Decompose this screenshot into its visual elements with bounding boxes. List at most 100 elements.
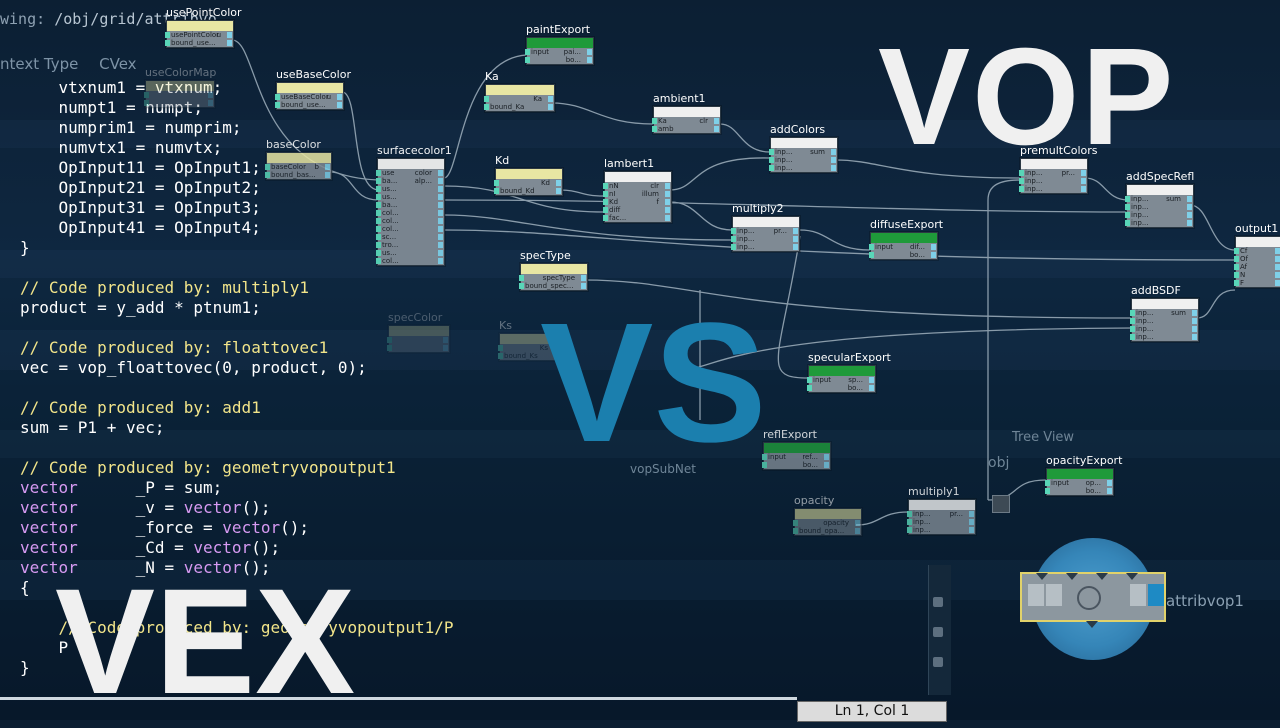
node-port-row[interactable]: bound_use... [165,39,233,47]
node-port-row[interactable]: Ks [498,344,560,352]
node-port-row[interactable]: sc... [376,233,444,241]
port-pin[interactable] [1275,256,1280,262]
port-pin[interactable] [337,94,342,100]
port-pin[interactable] [325,164,330,170]
port-pin[interactable] [227,32,232,38]
port-pin[interactable] [387,337,392,343]
port-pin[interactable] [907,511,912,517]
node-port-row[interactable]: inp... [1125,203,1193,211]
port-pin[interactable] [714,118,719,124]
port-pin[interactable] [1187,212,1192,218]
node-port-row[interactable]: ba...alp... [376,177,444,185]
node-port-row[interactable]: bound_use... [275,101,343,109]
port-pin[interactable] [1125,196,1130,202]
port-pin[interactable] [376,258,381,264]
node-port-row[interactable]: inp...pr... [907,510,975,518]
port-pin[interactable] [144,92,149,98]
port-pin[interactable] [376,218,381,224]
code-line[interactable]: } [20,238,30,257]
node-header[interactable] [733,217,799,227]
port-pin[interactable] [652,118,657,124]
port-pin[interactable] [376,210,381,216]
node-port-row[interactable]: col... [376,257,444,265]
node-port-row[interactable]: inp...sum [769,148,837,156]
port-pin[interactable] [144,100,149,106]
port-pin[interactable] [265,164,270,170]
port-pin[interactable] [931,252,936,258]
node-port-row[interactable]: diff [603,206,671,214]
code-line[interactable]: } [20,658,30,677]
code-line[interactable]: vector _Cd = vector(); [20,538,281,557]
node-port-row[interactable]: opacity [793,519,861,527]
port-pin[interactable] [519,275,524,281]
node-port-row[interactable]: col... [376,225,444,233]
code-line[interactable]: vector _N = vector(); [20,558,271,577]
node-header[interactable] [871,233,937,243]
port-pin[interactable] [869,244,874,250]
code-line[interactable]: vector _v = vector(); [20,498,271,517]
node-header[interactable] [521,264,587,274]
node-port-row[interactable]: N [1234,271,1280,279]
port-pin[interactable] [438,194,443,200]
node-port-row[interactable]: inp... [1019,185,1087,193]
port-pin[interactable] [731,228,736,234]
port-pin[interactable] [931,244,936,250]
port-pin[interactable] [831,165,836,171]
node-port-row[interactable]: inp... [1130,317,1198,325]
port-pin[interactable] [438,218,443,224]
node-header[interactable] [909,500,975,510]
port-pin[interactable] [438,258,443,264]
node-port-row[interactable]: inp... [1125,211,1193,219]
port-pin[interactable] [443,345,448,351]
port-pin[interactable] [1187,220,1192,226]
port-pin[interactable] [548,96,553,102]
node-port-row[interactable]: Ka [484,95,554,103]
node-port-row[interactable]: inp... [769,164,837,172]
port-pin[interactable] [376,234,381,240]
port-pin[interactable] [554,353,559,359]
port-pin[interactable] [1019,178,1024,184]
code-line[interactable]: product = y_add * ptnum1; [20,298,261,317]
port-pin[interactable] [548,104,553,110]
port-pin[interactable] [275,94,280,100]
code-line[interactable]: // Code produced by: floattovec1 [20,338,329,357]
port-pin[interactable] [652,126,657,132]
node-multiply1[interactable]: inp...pr...inp...inp... [907,499,976,535]
node-port-row[interactable]: bo... [807,384,875,392]
node-port-row[interactable]: specType [519,274,587,282]
port-pin[interactable] [525,57,530,63]
port-pin[interactable] [1234,256,1239,262]
code-line[interactable]: // Code produced by: add1 [20,398,261,417]
node-header[interactable] [146,81,214,91]
port-pin[interactable] [1192,326,1197,332]
code-line[interactable]: P = [20,638,98,657]
port-pin[interactable] [376,178,381,184]
node-port-row[interactable]: inp... [907,518,975,526]
code-line[interactable]: vec = vop_floattovec(0, product, 0); [20,358,367,377]
code-line[interactable]: // Code produced by: geometryvopoutput1/… [20,618,454,637]
port-pin[interactable] [1130,318,1135,324]
port-pin[interactable] [227,40,232,46]
node-port-row[interactable]: fac... [603,214,671,222]
port-pin[interactable] [1081,170,1086,176]
code-line[interactable]: OpInput11 = OpInput1; [20,158,261,177]
node-port-row[interactable]: amb [652,125,720,133]
port-pin[interactable] [769,157,774,163]
port-pin[interactable] [1125,212,1130,218]
tab-context-type[interactable]: ntext Type [0,55,79,73]
port-pin[interactable] [793,528,798,534]
node-header[interactable] [527,38,593,48]
port-pin[interactable] [665,215,670,221]
port-pin[interactable] [1081,178,1086,184]
port-pin[interactable] [325,172,330,178]
